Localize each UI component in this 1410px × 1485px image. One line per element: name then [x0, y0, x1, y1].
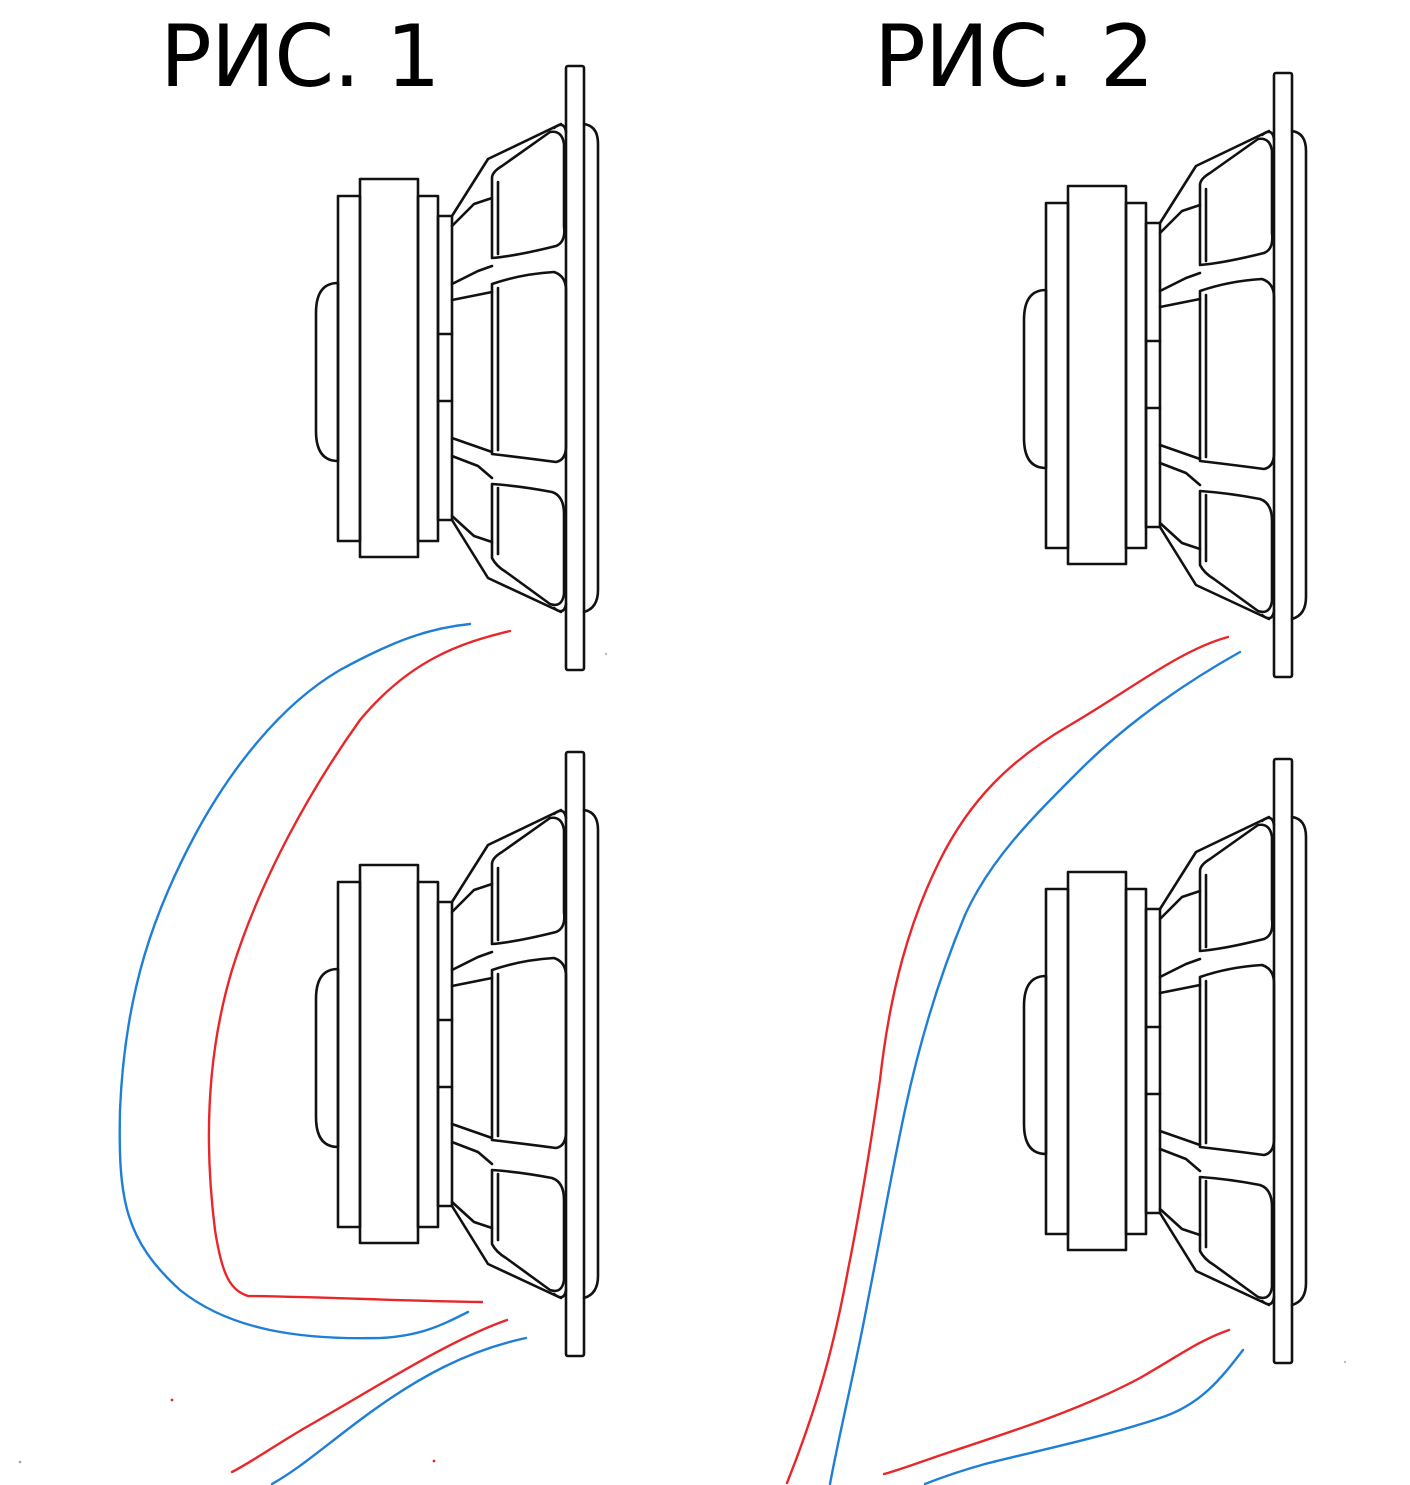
speck	[432, 1459, 436, 1463]
figure-1-speaker-top	[314, 64, 600, 672]
figure-1-red-wire-loop	[207, 629, 512, 1304]
figure-2-red-wire-out	[882, 1328, 1231, 1476]
speck	[170, 1398, 174, 1402]
speck	[18, 1460, 22, 1464]
figure-1-title: РИС. 1	[160, 7, 441, 107]
figure-1-red-wire-out	[230, 1318, 509, 1474]
figure-2-blue-wire-main	[828, 650, 1242, 1485]
figure-2-speaker-bottom	[1022, 757, 1308, 1365]
figure-2-speaker-top	[1022, 71, 1308, 679]
figure-2-red-wire-main	[785, 635, 1230, 1485]
speck	[1343, 1360, 1347, 1364]
figure-2-blue-wire-out	[923, 1348, 1245, 1485]
figure-1-blue-wire-loop	[118, 622, 472, 1340]
speck	[604, 652, 608, 656]
figure-1-blue-wire-out	[270, 1336, 528, 1485]
figure-2-title: РИС. 2	[874, 7, 1155, 107]
figure-1-speaker-bottom	[314, 750, 600, 1358]
